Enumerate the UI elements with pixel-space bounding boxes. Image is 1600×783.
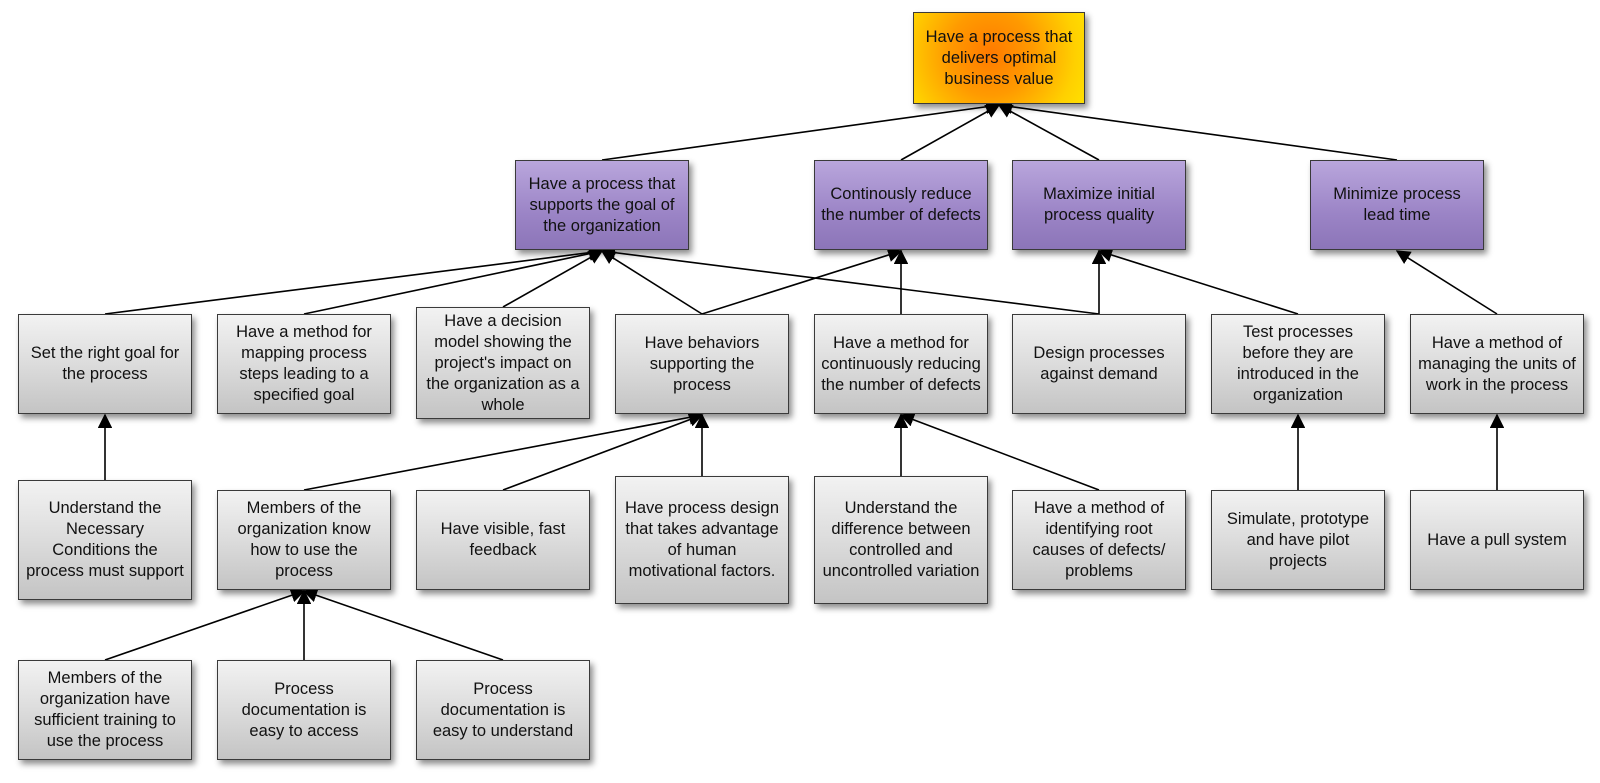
goal-label: Minimize process lead time bbox=[1333, 185, 1461, 224]
condition-node[interactable]: Have a decision model showing the projec… bbox=[416, 307, 590, 419]
connector-arrow bbox=[701, 248, 903, 315]
edge-group bbox=[97, 99, 1505, 661]
condition-node[interactable]: Have a method of identifying root causes… bbox=[1012, 490, 1186, 590]
condition-node[interactable]: Have a pull system bbox=[1410, 490, 1584, 590]
root-goal-node[interactable]: Have a process that delivers optimal bus… bbox=[913, 12, 1085, 104]
connector-arrow bbox=[302, 588, 504, 661]
condition-node[interactable]: Process documentation is easy to access bbox=[217, 660, 391, 760]
goal-node[interactable]: Continously reduce the number of defects bbox=[814, 160, 988, 250]
goal-node[interactable]: Minimize process lead time bbox=[1310, 160, 1484, 250]
connector-arrow bbox=[1395, 250, 1498, 315]
condition-label: Have behaviors supporting the process bbox=[644, 333, 760, 394]
connector-arrow bbox=[104, 245, 604, 315]
connector-arrow bbox=[1097, 248, 1299, 315]
connector-arrow bbox=[899, 412, 1100, 491]
condition-node[interactable]: Have process design that takes advantage… bbox=[615, 476, 789, 604]
condition-node[interactable]: Set the right goal for the process bbox=[18, 314, 192, 414]
goal-label: Have a process that supports the goal of… bbox=[528, 174, 676, 235]
condition-label: Have a method for continuously reducing … bbox=[821, 333, 981, 394]
goal-label: Maximize initial process quality bbox=[1043, 185, 1155, 224]
condition-node[interactable]: Have a method for mapping process steps … bbox=[217, 314, 391, 414]
condition-label: Design processes against demand bbox=[1033, 344, 1165, 383]
condition-label: Understand the Necessary Conditions the … bbox=[26, 499, 184, 580]
condition-node[interactable]: Test processes before they are introduce… bbox=[1211, 314, 1385, 414]
connector-arrow bbox=[502, 250, 604, 308]
condition-node[interactable]: Design processes against demand bbox=[1012, 314, 1186, 414]
condition-label: Test processes before they are introduce… bbox=[1236, 323, 1359, 404]
connector-arrow bbox=[303, 246, 604, 315]
condition-node[interactable]: Simulate, prototype and have pilot proje… bbox=[1211, 490, 1385, 590]
goal-node[interactable]: Have a process that supports the goal of… bbox=[515, 160, 689, 250]
connector-arrow bbox=[502, 412, 704, 491]
condition-label: Process documentation is easy to underst… bbox=[432, 679, 574, 740]
condition-label: Set the right goal for the process bbox=[30, 344, 180, 383]
condition-label: Have a decision model showing the projec… bbox=[426, 311, 580, 414]
condition-label: Have a pull system bbox=[1427, 530, 1567, 549]
condition-node[interactable]: Have visible, fast feedback bbox=[416, 490, 590, 590]
condition-label: Have process design that takes advantage… bbox=[624, 499, 780, 580]
condition-node[interactable]: Members of the organization have suffici… bbox=[18, 660, 192, 760]
connector-arrow bbox=[600, 245, 1100, 315]
connector-arrow bbox=[600, 250, 703, 315]
condition-node[interactable]: Members of the organization know how to … bbox=[217, 490, 391, 590]
condition-node[interactable]: Have a method for continuously reducing … bbox=[814, 314, 988, 414]
connector-arrow bbox=[303, 410, 704, 491]
condition-label: Simulate, prototype and have pilot proje… bbox=[1226, 509, 1370, 570]
condition-label: Have a method for mapping process steps … bbox=[236, 323, 372, 404]
connector-arrow bbox=[997, 104, 1100, 161]
goal-label: Continously reduce the number of defects bbox=[821, 185, 981, 224]
condition-node[interactable]: Process documentation is easy to underst… bbox=[416, 660, 590, 760]
condition-label: Have a method of managing the units of w… bbox=[1418, 333, 1576, 394]
condition-label: Process documentation is easy to access bbox=[241, 679, 367, 740]
condition-label: Have a method of identifying root causes… bbox=[1032, 499, 1166, 580]
condition-node[interactable]: Have behaviors supporting the process bbox=[615, 314, 789, 414]
condition-label: Have visible, fast feedback bbox=[440, 520, 566, 559]
condition-node[interactable]: Understand the Necessary Conditions the … bbox=[18, 480, 192, 600]
condition-label: Understand the difference between contro… bbox=[822, 499, 980, 580]
connector-arrow bbox=[104, 588, 306, 661]
connector-arrow bbox=[601, 99, 1001, 161]
condition-label: Members of the organization have suffici… bbox=[34, 669, 176, 750]
goal-node[interactable]: Maximize initial process quality bbox=[1012, 160, 1186, 250]
connector-arrow bbox=[900, 104, 1001, 161]
condition-node[interactable]: Understand the difference between contro… bbox=[814, 476, 988, 604]
condition-node[interactable]: Have a method of managing the units of w… bbox=[1410, 314, 1584, 414]
root-goal-label: Have a process that delivers optimal bus… bbox=[925, 27, 1073, 88]
connector-arrow bbox=[997, 99, 1398, 161]
condition-label: Members of the organization know how to … bbox=[237, 499, 371, 580]
